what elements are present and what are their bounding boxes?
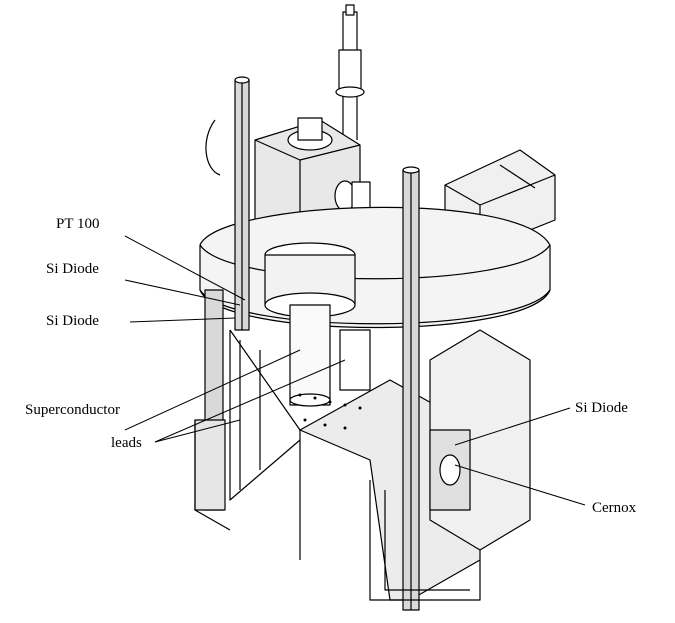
central-column xyxy=(264,242,371,407)
leader-si-diode-2 xyxy=(129,317,236,323)
leader-superconductor-a xyxy=(124,349,301,431)
label-si-diode-right: Si Diode xyxy=(575,400,628,416)
outer-wall-left xyxy=(194,289,231,531)
top-feedthrough xyxy=(335,4,365,140)
left-tube xyxy=(205,76,250,331)
leader-pt100 xyxy=(124,235,246,301)
leader-superconductor-c xyxy=(154,419,241,443)
leader-si-diode-1 xyxy=(124,279,241,306)
leader-cernox xyxy=(454,464,586,506)
leader-si-diode-right xyxy=(454,407,571,446)
mounting-holes xyxy=(298,393,362,430)
label-leads: leads xyxy=(111,435,142,451)
label-cernox: Cernox xyxy=(592,500,637,516)
right-tube xyxy=(402,166,420,611)
top-flange xyxy=(199,206,551,329)
leader-superconductor-b xyxy=(154,359,346,443)
leader-lines xyxy=(124,235,586,506)
outer-wall-right xyxy=(369,329,531,601)
label-si-diode-upper: Si Diode xyxy=(46,261,99,277)
label-superconductor: Superconductor xyxy=(25,402,120,418)
label-si-diode-lower: Si Diode xyxy=(46,313,99,329)
label-pt100: PT 100 xyxy=(56,216,100,232)
